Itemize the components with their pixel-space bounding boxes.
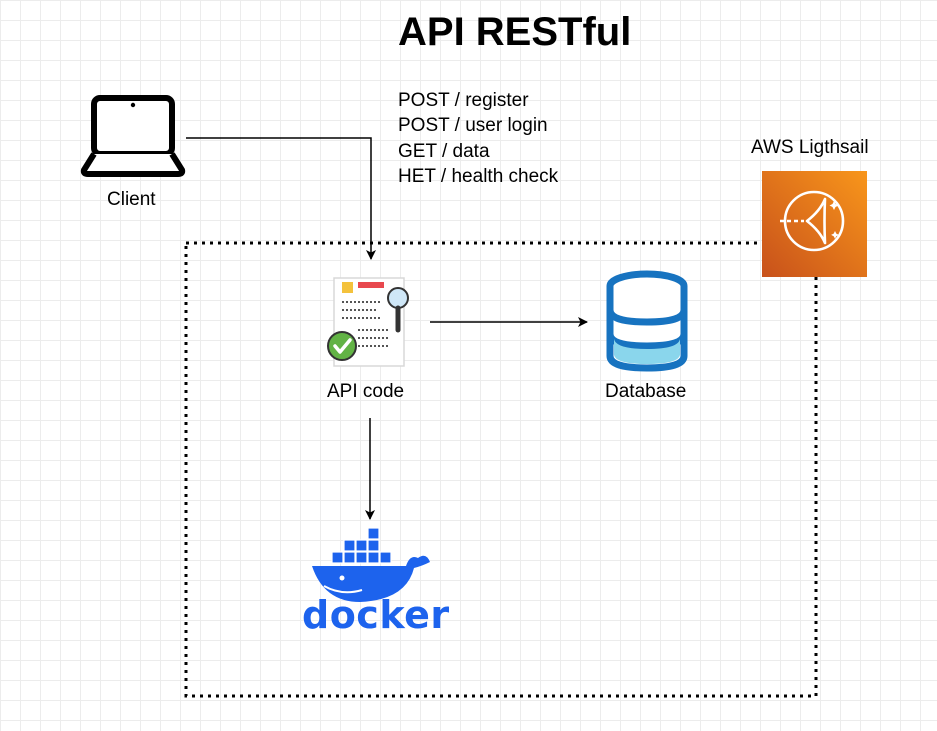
endpoint-item: POST / user login xyxy=(398,115,548,137)
docker-wordmark: docker xyxy=(302,593,450,637)
diagram-title: API RESTful xyxy=(398,10,632,54)
client-label: Client xyxy=(107,189,156,210)
endpoint-list: POST / register POST / user login GET / … xyxy=(398,88,558,189)
docker-whale-icon xyxy=(312,527,430,602)
endpoint-item: HET / health check xyxy=(398,165,559,187)
database-node[interactable] xyxy=(606,270,688,372)
database-label: Database xyxy=(605,381,687,402)
database-icon xyxy=(606,270,688,372)
api-code-label: API code xyxy=(327,381,405,402)
aws-lightsail-icon xyxy=(762,171,867,277)
laptop-icon xyxy=(80,95,186,177)
aws-boundary xyxy=(184,241,818,698)
api-code-node[interactable] xyxy=(318,272,418,372)
aws-lightsail-node[interactable] xyxy=(762,171,867,277)
client-to-api-arrow xyxy=(186,137,376,260)
endpoint-item: GET / data xyxy=(398,140,490,162)
client-node[interactable] xyxy=(80,94,186,180)
endpoint-item: POST / register xyxy=(398,90,529,111)
docker-node[interactable]: docker xyxy=(302,522,449,644)
document-check-icon xyxy=(327,277,409,367)
aws-label: AWS Ligthsail xyxy=(751,137,869,158)
